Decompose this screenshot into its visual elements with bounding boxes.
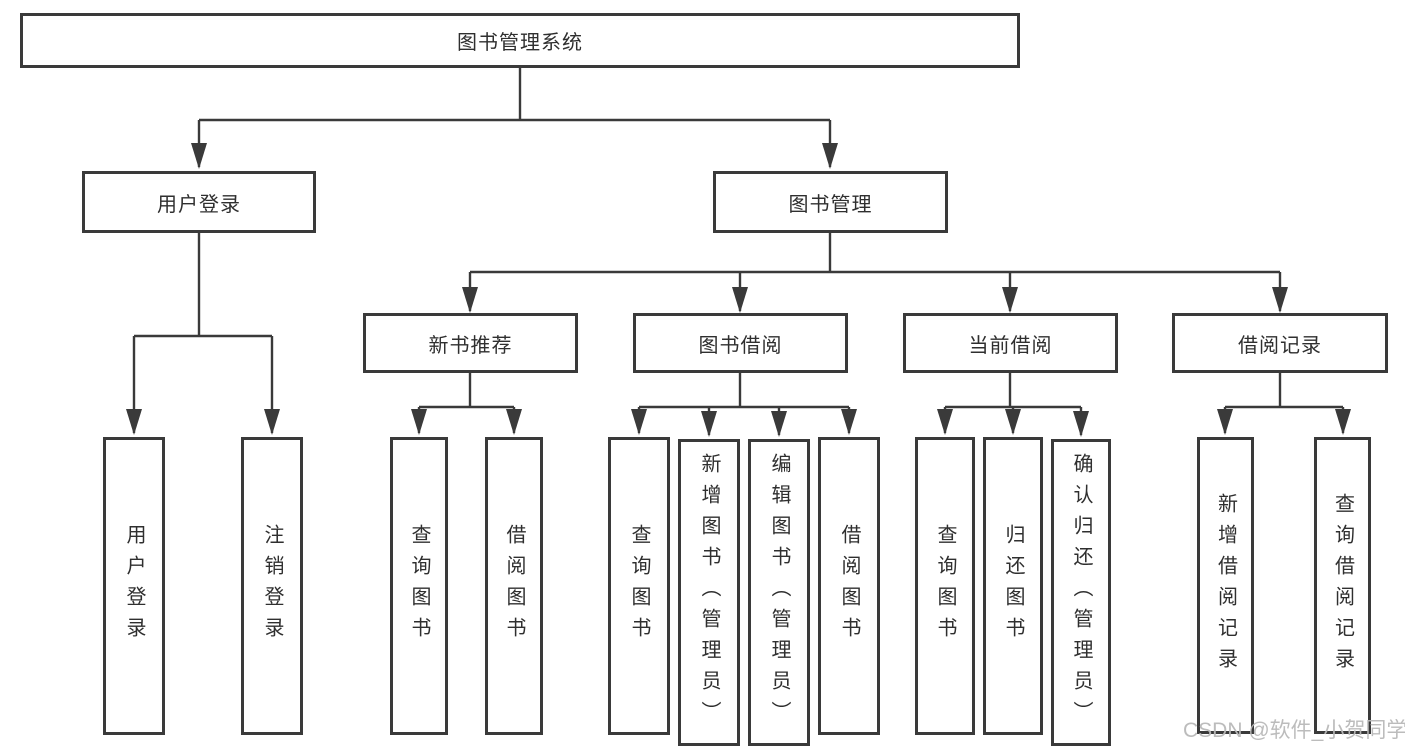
node-book-management: 图书管理 (713, 171, 948, 233)
node-user-login: 用户登录 (82, 171, 316, 233)
leaf-add-borrow-record: 新增借阅记录 (1197, 437, 1254, 734)
node-current-borrow: 当前借阅 (903, 313, 1118, 373)
node-root-library-system: 图书管理系统 (20, 13, 1020, 68)
leaf-borrow-book: 借阅图书 (818, 437, 880, 735)
leaf-logout: 注销登录 (241, 437, 303, 735)
leaf-edit-book-admin: 编辑图书（管理员） (748, 439, 810, 746)
leaf-query-book-borrow: 查询图书 (608, 437, 670, 735)
leaf-user-login: 用户登录 (103, 437, 165, 735)
node-new-book-recommend: 新书推荐 (363, 313, 578, 373)
leaf-return-book: 归还图书 (983, 437, 1043, 735)
leaf-add-book-admin: 新增图书（管理员） (678, 439, 740, 746)
leaf-query-book-current: 查询图书 (915, 437, 975, 735)
leaf-borrow-book-recommend: 借阅图书 (485, 437, 543, 735)
node-book-borrow: 图书借阅 (633, 313, 848, 373)
leaf-confirm-return-admin: 确认归还（管理员） (1051, 439, 1111, 746)
csdn-watermark: CSDN @软件_小贺同学 (1183, 719, 1405, 742)
leaf-query-book-recommend: 查询图书 (390, 437, 448, 735)
leaf-query-borrow-record: 查询借阅记录 (1314, 437, 1371, 734)
node-borrow-records: 借阅记录 (1172, 313, 1388, 373)
